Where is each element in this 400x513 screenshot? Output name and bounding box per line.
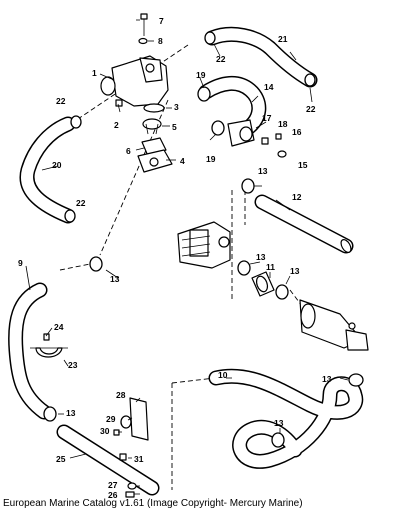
callout-13-c: 13 [256,252,266,262]
callout-24: 24 [54,322,64,332]
seawater-pump [177,221,231,269]
fitting-17 [227,119,255,147]
callout-15: 15 [298,160,308,170]
bolt-7 [140,13,148,36]
callout-27: 27 [108,480,118,490]
callout-11: 11 [266,262,275,272]
callout-22-d: 22 [76,198,86,208]
callout-9: 9 [18,258,23,268]
clamp-22-d [64,209,76,223]
clamp-19-a [197,86,211,102]
screw-31 [119,453,127,461]
callout-3: 3 [174,102,179,112]
callout-13-a: 13 [258,166,268,176]
callout-14: 14 [264,82,274,92]
callout-13-f: 13 [66,408,76,418]
clamp-13-b [89,256,103,272]
fitting-15 [277,150,287,158]
callout-7: 7 [159,16,164,26]
hose-10 [208,368,364,469]
callout-1: 1 [92,68,97,78]
callout-17: 17 [262,113,272,123]
clamp-13-e [348,373,364,387]
callout-numbers: 7 8 1 2 3 5 6 4 22 21 22 19 14 17 18 16 … [18,16,332,500]
nut-30 [113,429,120,436]
clamp-13-d [275,284,289,300]
callout-8: 8 [158,36,163,46]
callout-6: 6 [126,146,131,156]
clamp-19-b [211,120,225,136]
clamp-13-g [271,432,285,448]
clamp-13-c [237,260,251,276]
screw-24 [43,333,50,341]
hose-20 [19,116,76,224]
thermostat-5 [142,118,162,135]
clamp-13-a [241,178,255,194]
callout-19-a: 19 [196,70,206,80]
callout-13-e: 13 [322,374,332,384]
callout-16: 16 [292,127,302,137]
thermostat-housing [100,55,169,107]
callout-30: 30 [100,426,110,436]
callout-10: 10 [218,370,228,380]
callout-13-b: 13 [110,274,120,284]
plug-27 [127,482,137,490]
hose-21 [204,26,318,88]
clamp-22-b [304,73,316,87]
clamp-22-c [70,115,82,129]
hose-14 [198,76,267,140]
clamp-29 [120,415,132,429]
callout-25: 25 [56,454,66,464]
callout-13-g: 13 [274,418,284,428]
callout-26: 26 [108,490,118,500]
callout-28: 28 [116,390,126,400]
gasket-3 [143,103,165,113]
fitting-26 [125,491,135,498]
callout-21: 21 [278,34,288,44]
leader-lines [25,19,349,495]
callout-29: 29 [106,414,116,424]
callout-22-b: 22 [306,104,316,114]
callout-12: 12 [292,192,302,202]
callout-4: 4 [180,156,185,166]
bracket-28 [129,397,149,441]
clamp-22-a [204,31,216,45]
hose-9 [8,282,52,420]
callout-22-a: 22 [216,54,226,64]
sensor-2 [115,99,123,107]
callout-2: 2 [114,120,119,130]
oil-cooler [299,299,369,351]
callout-18: 18 [278,119,288,129]
hose-25 [56,424,160,496]
callout-22-c: 22 [56,96,66,106]
callout-23: 23 [68,360,78,370]
image-caption: European Marine Catalog v1.61 (Image Cop… [3,498,303,509]
callout-5: 5 [172,122,177,132]
callout-31: 31 [134,454,144,464]
callout-13-d: 13 [290,266,300,276]
washer-8 [138,37,148,45]
callout-20: 20 [52,160,62,170]
hose-12 [254,194,354,254]
strap-23 [30,347,68,358]
fitting-16 [261,137,269,145]
fitting-11 [251,271,275,297]
callout-19-b: 19 [206,154,216,164]
fitting-18 [275,133,282,140]
clamp-13-f [43,406,57,422]
gasket-4 [137,149,173,173]
